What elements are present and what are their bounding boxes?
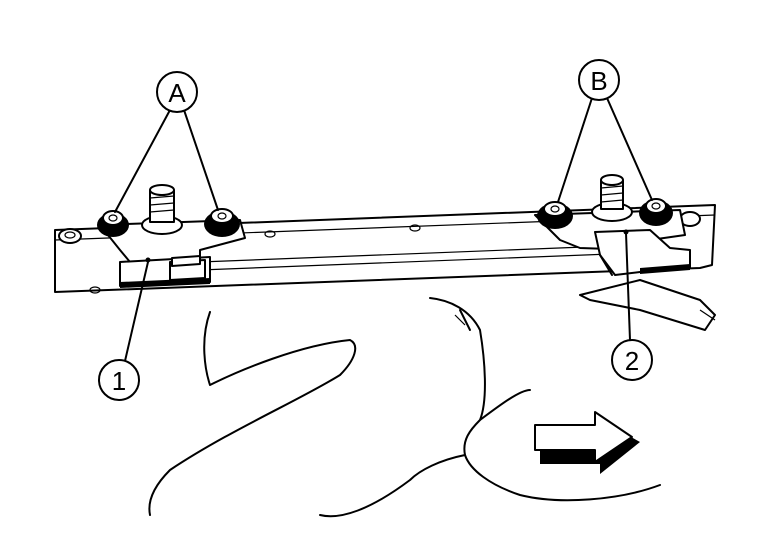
callout-2: 2	[611, 339, 653, 381]
lower-body-outline	[148, 297, 661, 518]
stud-b-center	[591, 174, 633, 222]
callout-a: A	[156, 71, 198, 113]
callout-2-label: 2	[625, 346, 639, 376]
bolt-a-right	[204, 208, 240, 237]
callout-b: B	[578, 59, 620, 101]
callout-b-label: B	[590, 66, 607, 96]
leader-lines	[114, 97, 653, 362]
bolt-b-left	[537, 201, 573, 229]
bolt-a-left	[97, 210, 129, 237]
callout-1: 1	[98, 359, 140, 401]
right-arrow-icon	[534, 411, 640, 474]
callout-a-label: A	[168, 78, 186, 108]
bolt-b-right	[639, 198, 673, 226]
callout-1-label: 1	[112, 366, 126, 396]
stud-a-center	[141, 184, 183, 235]
